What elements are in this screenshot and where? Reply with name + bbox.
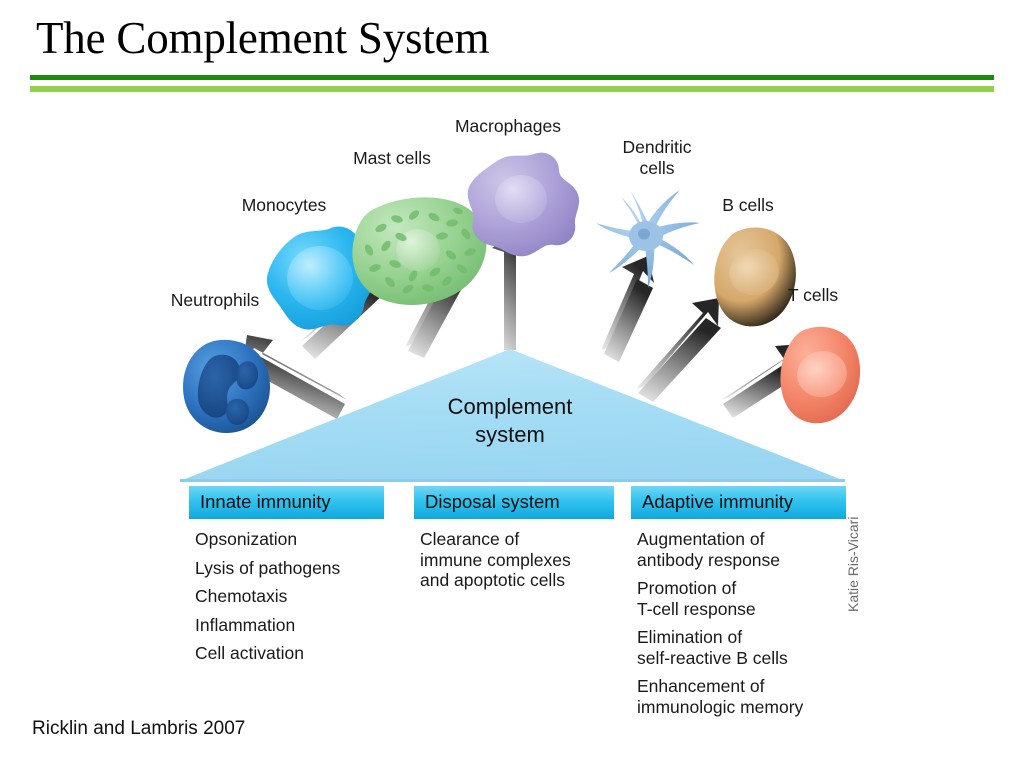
cell-label-mast-cells: Mast cells <box>353 148 431 168</box>
dendritic-cell <box>596 189 700 288</box>
arrow-to-macrophages <box>492 231 532 350</box>
b-cell <box>714 227 796 327</box>
list-item: Promotion of T-cell response <box>637 578 756 619</box>
column-adaptive-immunity: Adaptive immunity Augmentation of antibo… <box>631 486 846 725</box>
macrophage-cell <box>467 152 580 257</box>
column-disposal-system: Disposal system Clearance of immune comp… <box>414 486 614 599</box>
figure-artwork <box>180 152 861 482</box>
list-item: Augmentation of antibody response <box>637 529 781 570</box>
column-header-innate-immunity: Innate immunity <box>189 486 384 519</box>
column-innate-immunity: Innate immunity Opsonization Lysis of pa… <box>189 486 384 672</box>
list-item: Inflammation <box>195 614 296 635</box>
mast-cell <box>352 197 487 305</box>
cell-label-monocytes: Monocytes <box>241 195 327 215</box>
list-item: Cell activation <box>195 643 304 663</box>
cell-label-b-cells: B cells <box>722 195 774 215</box>
column-items-innate-immunity: Opsonization Lysis of pathogens Chemotax… <box>195 529 384 664</box>
list-item: Enhancement of immunologic memory <box>637 676 804 717</box>
arrow-to-dendritic-cells <box>601 256 654 362</box>
monocyte-cell <box>266 226 377 330</box>
list-item: Chemotaxis <box>195 586 288 606</box>
t-cell <box>780 326 861 424</box>
illustrator-credit: Katie Ris-Vicari <box>845 516 861 612</box>
list-item: Lysis of pathogens <box>195 557 341 578</box>
title-rule-dark <box>30 75 994 80</box>
neutrophil-cell <box>183 339 270 433</box>
column-items-disposal-system: Clearance of immune complexes and apopto… <box>420 529 614 591</box>
complement-system-triangle <box>180 349 845 481</box>
list-item: Clearance of immune complexes and apopto… <box>420 529 571 590</box>
title-rule-light <box>30 86 994 92</box>
column-items-adaptive-immunity: Augmentation of antibody response Promot… <box>637 529 846 717</box>
list-item: Opsonization <box>195 529 298 549</box>
complement-system-label: Complement system <box>447 394 573 447</box>
arrow-to-b-cells <box>636 298 721 402</box>
source-citation: Ricklin and Lambris 2007 <box>32 718 246 739</box>
cell-label-neutrophils: Neutrophils <box>170 290 260 310</box>
list-item: Elimination of self-reactive B cells <box>637 627 788 668</box>
complement-system-figure: Neutrophils Monocytes Mast cells Macroph… <box>0 100 1024 750</box>
arrow-to-neutrophils <box>243 335 347 419</box>
cell-label-t-cells: T cells <box>787 285 839 305</box>
column-header-disposal-system: Disposal system <box>414 486 614 519</box>
page-title: The Complement System <box>36 13 490 63</box>
cell-label-macrophages: Macrophages <box>454 116 562 136</box>
triangle-base-edge <box>180 479 845 482</box>
column-header-adaptive-immunity: Adaptive immunity <box>631 486 846 519</box>
cell-label-dendritic-cells: Dendritic cells <box>622 137 692 178</box>
